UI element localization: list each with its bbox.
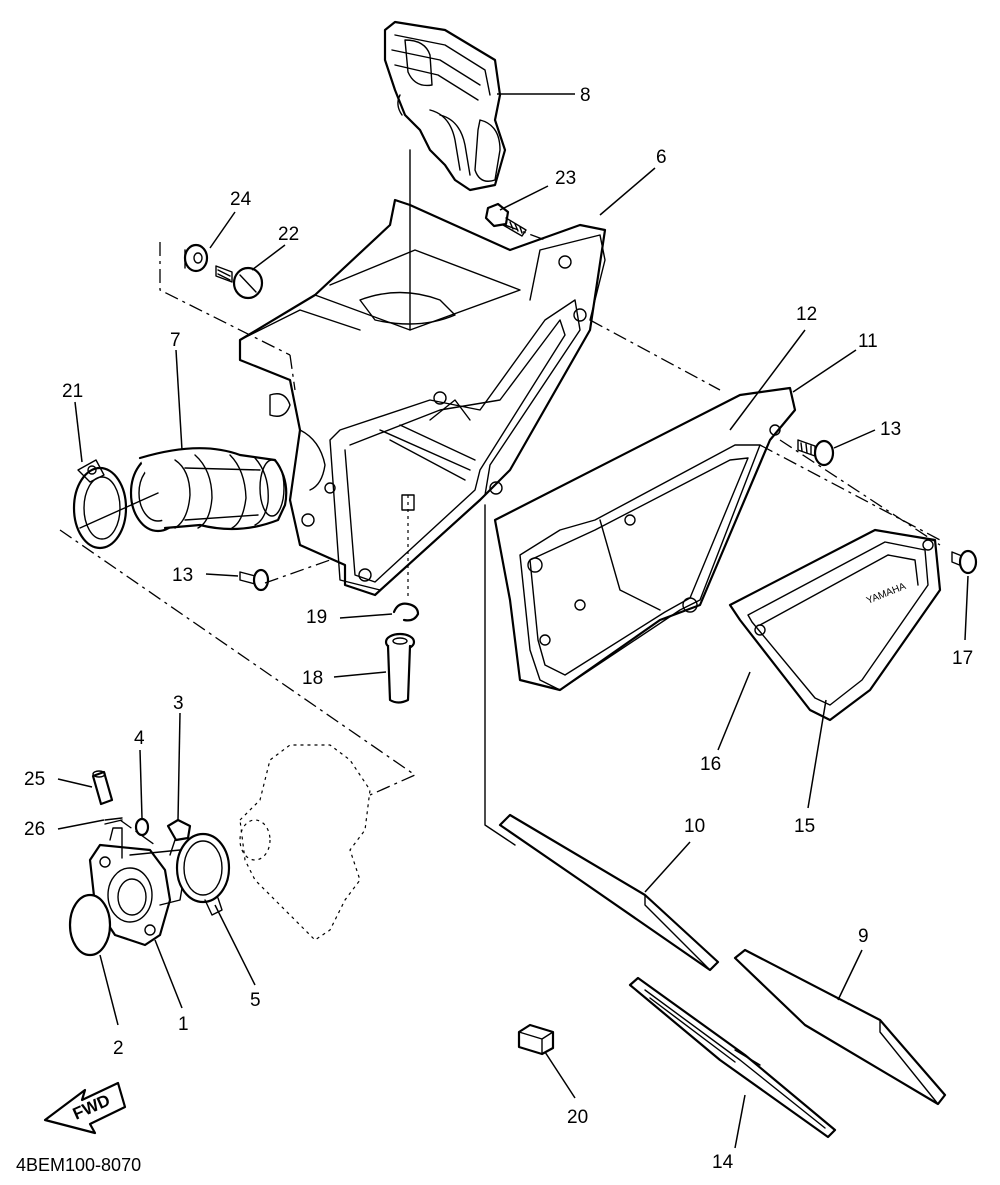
fastener-13-lower (239, 568, 270, 592)
callout-15: 15 (794, 816, 815, 837)
air-filter-cover-15: YAMAHA (728, 528, 942, 722)
callout-20: 20 (567, 1107, 588, 1128)
small-block-20 (517, 1023, 555, 1056)
callout-14: 14 (712, 1152, 734, 1173)
callout-3: 3 (173, 693, 184, 714)
callout-13-lower: 13 (172, 565, 193, 586)
callout-18: 18 (302, 668, 323, 689)
hose-band-5 (175, 832, 231, 916)
air-box-housing (238, 198, 607, 600)
intake-duct (383, 20, 507, 192)
callout-6: 6 (656, 147, 667, 168)
hose-clamp (72, 459, 128, 550)
callout-19: 19 (306, 607, 327, 628)
callout-25: 25 (24, 769, 45, 790)
o-ring-2 (68, 893, 112, 957)
forward-direction-arrow: FWD (43, 1081, 127, 1135)
callout-23: 23 (555, 168, 576, 189)
callout-9: 9 (858, 926, 869, 947)
callout-4: 4 (134, 728, 145, 749)
screw-3 (166, 818, 192, 856)
callout-8: 8 (580, 85, 591, 106)
fastener-24-washer (183, 243, 209, 273)
callout-21: 21 (62, 381, 83, 402)
diagram-code: 4BEM100-8070 (16, 1155, 141, 1175)
assembly-lines (59, 149, 941, 846)
callout-10: 10 (684, 816, 705, 837)
filter-sponge-9 (733, 948, 947, 1106)
callout-7: 7 (170, 330, 181, 351)
air-box-cover-12 (493, 386, 797, 692)
drain-pipe-18 (384, 632, 416, 704)
callout-11: 11 (858, 331, 878, 352)
fastener-13-upper (797, 439, 835, 467)
callout-13-upper: 13 (880, 419, 901, 440)
callout-12: 12 (796, 304, 817, 325)
intake-boot (129, 447, 288, 533)
washer-4 (134, 817, 150, 837)
fastener-17-screw (951, 549, 978, 575)
callout-5: 5 (250, 990, 261, 1011)
callout-numbers: 8 6 23 24 22 7 21 13 19 18 12 11 13 17 1… (24, 85, 973, 1173)
filter-screen-14 (628, 976, 837, 1139)
leader-lines (57, 93, 969, 1149)
plug-25 (91, 770, 114, 806)
callout-16: 16 (700, 754, 721, 775)
carburetor-reference-outline (239, 744, 371, 941)
callout-1: 1 (178, 1014, 189, 1035)
callout-22: 22 (278, 224, 299, 245)
filter-sponge-10 (498, 813, 720, 972)
callout-17: 17 (952, 648, 973, 669)
clip-19 (392, 602, 420, 622)
fastener-22-bolt (215, 265, 264, 300)
callout-26: 26 (24, 819, 45, 840)
clip-26 (104, 817, 123, 825)
callout-24: 24 (230, 189, 252, 210)
callout-2: 2 (113, 1038, 124, 1059)
fastener-23-bolt (484, 202, 527, 237)
